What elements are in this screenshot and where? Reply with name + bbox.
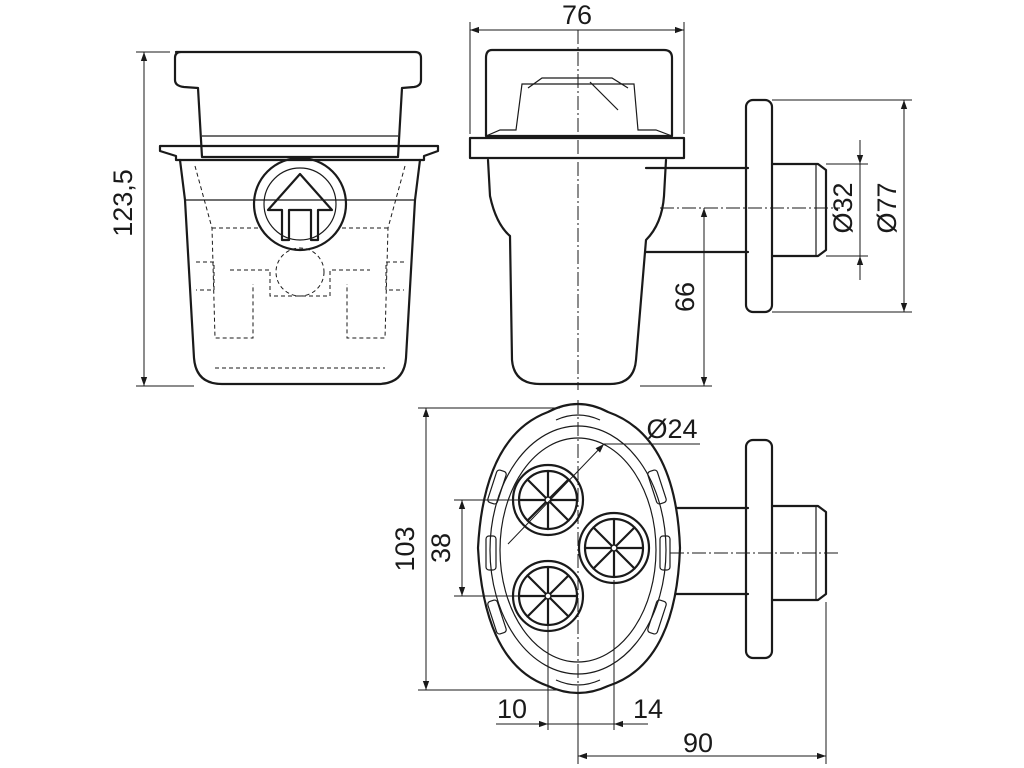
dim-offset-right: 14 (633, 694, 663, 724)
top-view (476, 402, 840, 695)
inlet-grate (511, 463, 585, 537)
inlet-grate (577, 511, 651, 585)
dim-flange-diameter: Ø77 (872, 182, 902, 233)
dim-inlet-spacing: 38 (426, 533, 456, 563)
dim-outlet-height: 66 (670, 282, 700, 312)
dim-depth: 103 (390, 526, 420, 571)
dim-outlet-diameter: Ø32 (828, 182, 858, 233)
dim-outlet-length: 90 (683, 728, 713, 758)
dim-width-top: 76 (562, 0, 592, 30)
dim-height-total: 123,5 (108, 169, 138, 237)
dim-offset-left: 10 (497, 694, 527, 724)
dim-inlet-diameter: Ø24 (646, 414, 697, 444)
front-view (158, 50, 440, 386)
dimension-lines (136, 22, 912, 764)
inlet-grates (511, 400, 651, 700)
side-view (468, 30, 840, 390)
